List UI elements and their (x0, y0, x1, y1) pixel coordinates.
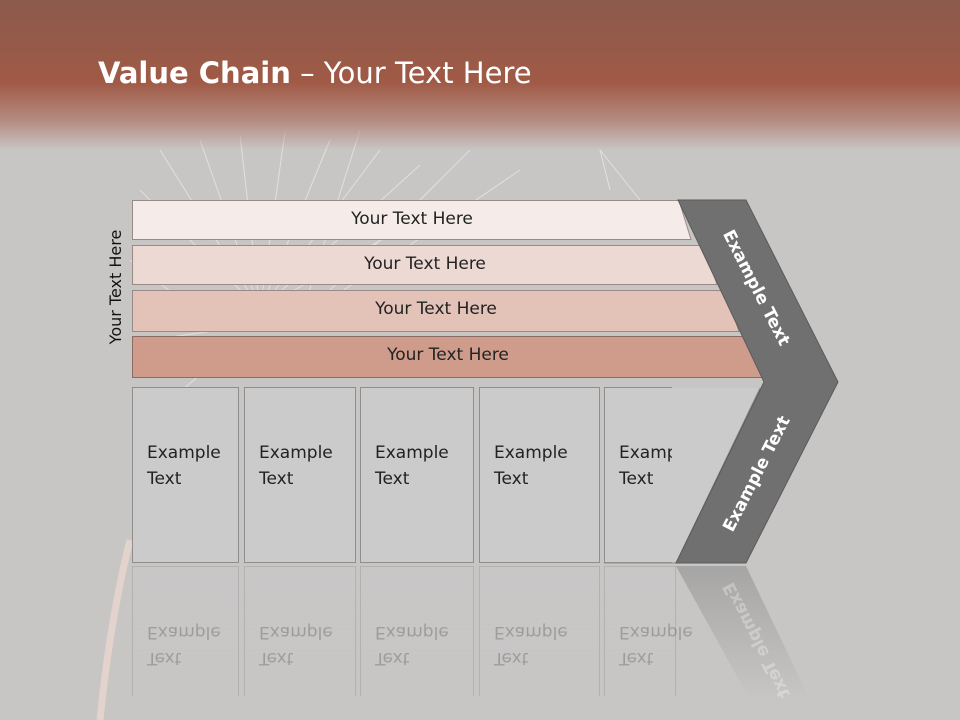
slide-title: Value Chain – Your Text Here (98, 56, 532, 90)
support-row-1-shape (132, 200, 692, 240)
column-1-line-2: Text (147, 469, 182, 489)
support-row-4: Your Text Here (132, 336, 764, 378)
support-row-3-shape (132, 290, 740, 332)
column-3-line-1: Example (375, 443, 449, 463)
column-2-line-2: Text (259, 469, 294, 489)
title-bold: Value Chain (98, 56, 291, 90)
column-5-diagonal-fill (672, 388, 760, 563)
support-row-2-label: Your Text Here (364, 254, 486, 274)
support-row-4-label: Your Text Here (387, 345, 509, 365)
support-row-2-shape (132, 245, 718, 285)
support-row-3: Your Text Here (132, 290, 740, 332)
column-2-line-1: Example (259, 443, 333, 463)
column-1-line-1: Example (147, 443, 221, 463)
support-row-2: Your Text Here (132, 245, 718, 285)
title-bar (0, 0, 960, 150)
chevron-shape (675, 199, 839, 564)
column-3-line-2: Text (375, 469, 410, 489)
column-4-line-1: Example (494, 443, 568, 463)
support-row-1-label: Your Text Here (351, 209, 473, 229)
support-row-1: Your Text Here (132, 200, 692, 240)
column-5-line-2: Text (619, 469, 654, 489)
title-rest: – Your Text Here (290, 56, 532, 90)
chevron-reflection (676, 566, 810, 700)
column-4-line-2: Text (494, 469, 529, 489)
support-row-3-label: Your Text Here (375, 299, 497, 319)
